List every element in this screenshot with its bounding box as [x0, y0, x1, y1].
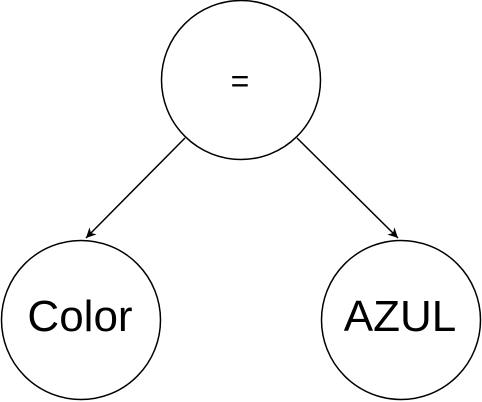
node-color-circle — [0, 239, 162, 401]
edge-root-to-azul — [296, 137, 399, 239]
edge-root-to-color — [85, 137, 186, 239]
node-color: Color — [0, 239, 162, 401]
node-root: = — [160, 0, 322, 161]
node-root-circle — [160, 0, 322, 161]
node-root-label: = — [231, 63, 250, 99]
node-azul-circle — [320, 239, 482, 401]
node-azul-label: AZUL — [344, 292, 456, 341]
node-color-label: Color — [27, 292, 132, 341]
node-azul: AZUL — [320, 239, 482, 401]
